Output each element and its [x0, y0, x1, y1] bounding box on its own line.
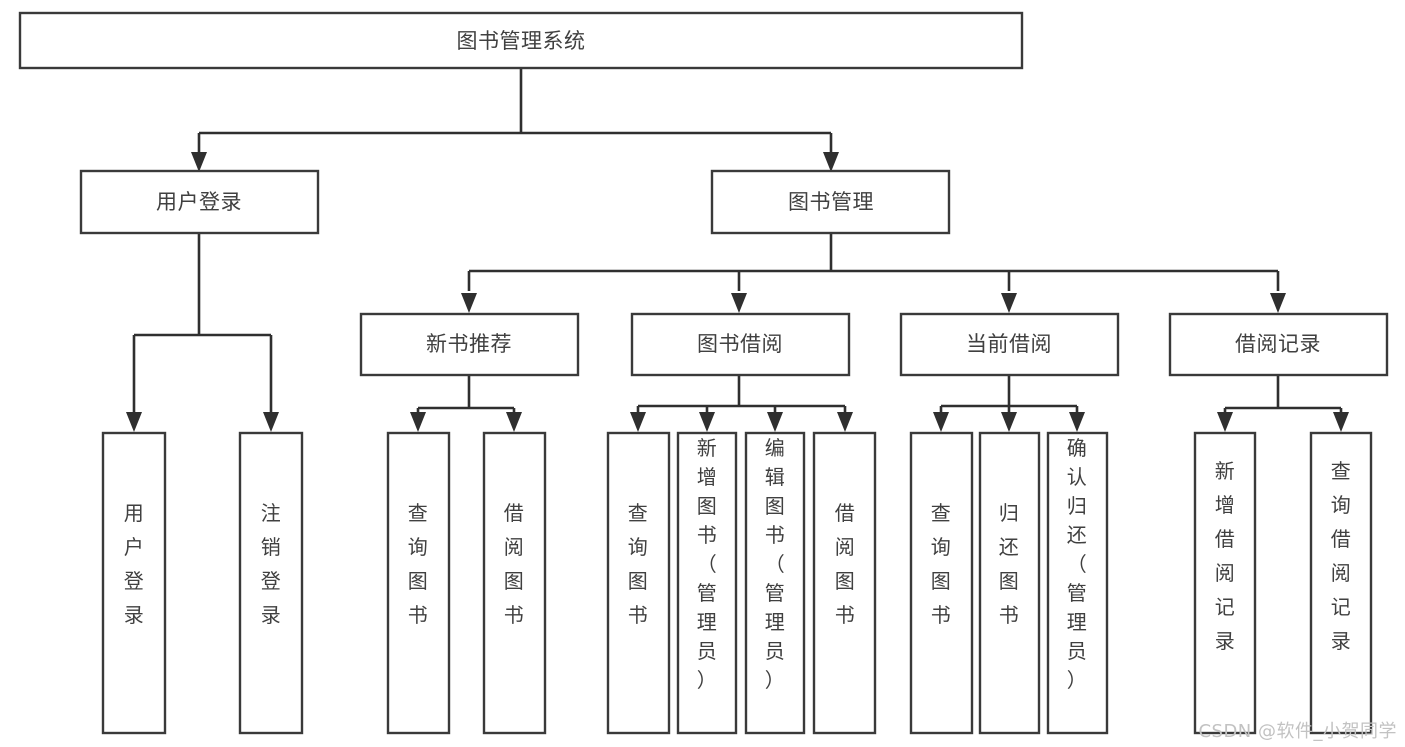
- node-label-leaf-borrowrecord-add: 新增借阅记录: [1215, 459, 1236, 653]
- edge-group-newbook-to-leaves: [410, 375, 522, 432]
- node-current-borrow[interactable]: 当前借阅: [899, 312, 1120, 377]
- node-label-leaf-newbook-query: 查询图书: [408, 501, 429, 627]
- node-book-management[interactable]: 图书管理: [710, 169, 951, 235]
- node-label-leaf-currentborrow-confirm: 确认归还（管理员）: [1067, 436, 1088, 692]
- node-label-leaf-user-login-logout: 注销登录: [261, 501, 282, 627]
- edge-group-bookmgmt-to-level3: [461, 233, 1286, 313]
- node-leaf-currentborrow-return[interactable]: 归还图书: [978, 431, 1041, 735]
- node-label-root: 图书管理系统: [457, 29, 586, 53]
- node-label-borrow-record: 借阅记录: [1235, 332, 1321, 356]
- node-label-book-borrow: 图书借阅: [697, 332, 783, 356]
- node-leaf-borrowrecord-add[interactable]: 新增借阅记录: [1193, 431, 1257, 735]
- node-root-book-management-system[interactable]: 图书管理系统: [18, 11, 1024, 70]
- node-leaf-currentborrow-query[interactable]: 查询图书: [909, 431, 974, 735]
- edge-group-userlogin-to-leaves: [126, 233, 279, 432]
- edge-group-currentborrow-to-leaves: [933, 375, 1085, 432]
- node-new-book-recommend[interactable]: 新书推荐: [359, 312, 580, 377]
- node-leaf-bookborrow-edit[interactable]: 编辑图书（管理员）: [744, 431, 806, 735]
- node-leaf-user-login-logout[interactable]: 注销登录: [238, 431, 304, 735]
- node-label-user-login: 用户登录: [156, 190, 242, 214]
- node-label-book-management: 图书管理: [788, 190, 874, 214]
- node-leaf-user-login-login[interactable]: 用户登录: [101, 431, 167, 735]
- node-leaf-newbook-borrow[interactable]: 借阅图书: [482, 431, 547, 735]
- node-leaf-currentborrow-confirm[interactable]: 确认归还（管理员）: [1046, 431, 1109, 735]
- edge-group-bookborrow-to-leaves: [630, 375, 853, 432]
- node-label-leaf-user-login-login: 用户登录: [124, 501, 145, 627]
- node-leaf-bookborrow-add[interactable]: 新增图书（管理员）: [676, 431, 738, 735]
- node-label-leaf-bookborrow-edit: 编辑图书（管理员）: [765, 436, 786, 692]
- node-label-current-borrow: 当前借阅: [966, 332, 1052, 356]
- node-label-leaf-bookborrow-query: 查询图书: [628, 501, 649, 627]
- node-leaf-bookborrow-query[interactable]: 查询图书: [606, 431, 671, 735]
- node-label-new-book-recommend: 新书推荐: [426, 332, 512, 356]
- node-label-leaf-bookborrow-borrow: 借阅图书: [835, 501, 856, 627]
- node-label-leaf-currentborrow-query: 查询图书: [931, 501, 952, 627]
- node-user-login[interactable]: 用户登录: [79, 169, 320, 235]
- node-label-leaf-borrowrecord-query: 查询借阅记录: [1331, 459, 1352, 653]
- node-label-leaf-currentborrow-return: 归还图书: [999, 501, 1020, 627]
- node-label-leaf-bookborrow-add: 新增图书（管理员）: [697, 436, 718, 692]
- node-leaf-borrowrecord-query[interactable]: 查询借阅记录: [1309, 431, 1373, 735]
- node-borrow-record[interactable]: 借阅记录: [1168, 312, 1389, 377]
- node-leaf-bookborrow-borrow[interactable]: 借阅图书: [812, 431, 877, 735]
- node-leaf-newbook-query[interactable]: 查询图书: [386, 431, 451, 735]
- node-label-leaf-newbook-borrow: 借阅图书: [504, 501, 525, 627]
- edge-group-root-to-level2: [191, 68, 839, 172]
- csdn-watermark: CSDN @软件_小贺同学: [1198, 721, 1397, 742]
- node-book-borrow[interactable]: 图书借阅: [630, 312, 851, 377]
- edge-group-borrowrecord-to-leaves: [1217, 375, 1349, 432]
